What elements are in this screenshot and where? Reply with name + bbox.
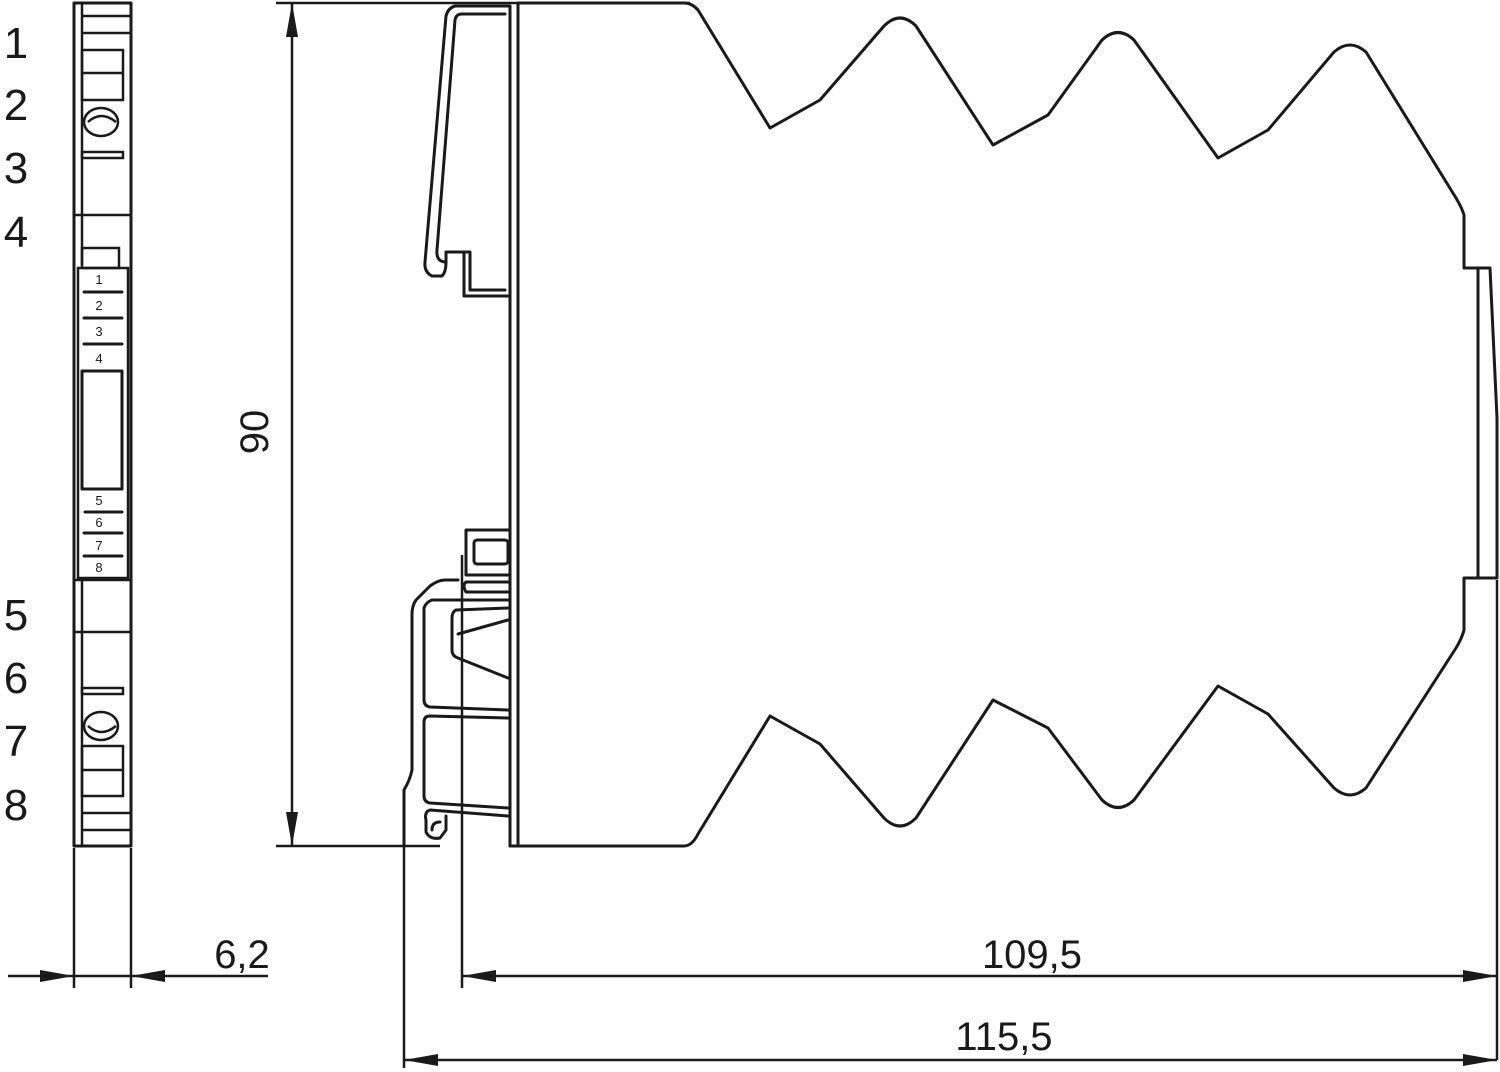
terminal-number-3: 3 [4, 144, 28, 193]
din-clip-bottom [402, 528, 520, 848]
strip-label-3: 3 [95, 324, 102, 339]
terminal-number-2: 2 [4, 81, 28, 130]
dimension-label-depth-total: 115,5 [955, 1015, 1052, 1059]
led-window [80, 369, 124, 491]
dimension-label-width: 6,2 [214, 933, 270, 977]
strip-label-7: 7 [95, 538, 102, 553]
front-view: 1 2 3 4 5 6 7 8 [72, 1, 133, 848]
strip-label-4: 4 [95, 351, 102, 366]
terminal-number-5: 5 [4, 591, 28, 640]
strip-label-2: 2 [95, 298, 102, 313]
dimension-label-height: 90 [233, 410, 277, 455]
strip-label-6: 6 [95, 515, 102, 530]
terminal-number-6: 6 [4, 654, 28, 703]
strip-label-8: 8 [95, 560, 102, 575]
side-view [402, 1, 1499, 848]
terminal-numbers: 1 2 3 4 5 6 7 8 [4, 19, 28, 830]
strip-label-5: 5 [95, 493, 102, 508]
din-clip-top [423, 4, 512, 298]
dimension-label-depth-inner: 109,5 [982, 933, 1082, 977]
label-strip [76, 266, 130, 580]
terminal-number-4: 4 [4, 208, 28, 257]
dimension-width: 6,2 [8, 848, 270, 988]
dimension-depth-total: 115,5 [402, 846, 1497, 1068]
screw-icon [82, 710, 120, 742]
terminal-number-7: 7 [4, 717, 28, 766]
dimension-depth-inner: 109,5 [460, 555, 1499, 1060]
terminal-number-1: 1 [4, 19, 28, 68]
housing-outline [516, 1, 1480, 848]
screw-icon [82, 106, 120, 138]
terminal-number-8: 8 [4, 781, 28, 830]
front-view-outline [72, 1, 133, 848]
strip-label-1: 1 [95, 272, 102, 287]
